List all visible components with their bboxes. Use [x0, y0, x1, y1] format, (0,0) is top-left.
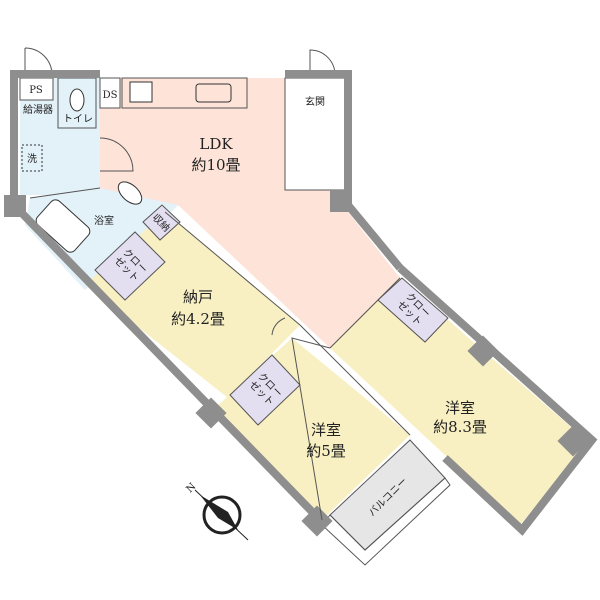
exterior-wall-top-right	[285, 70, 404, 271]
bathtub-icon	[35, 199, 91, 253]
exterior-wall-right	[397, 265, 598, 536]
closet-western83	[377, 277, 449, 343]
storage-name: 納戸	[183, 288, 213, 306]
exterior-wall-left	[11, 202, 325, 525]
bath-label: 浴室	[94, 214, 114, 227]
column	[195, 397, 227, 429]
stove-icon	[129, 81, 153, 103]
washer-space	[21, 144, 43, 172]
western83-size: 約8.3畳	[433, 418, 487, 436]
western5-name: 洋室	[311, 421, 341, 439]
interior-wall	[164, 211, 411, 436]
balcony-edge	[321, 477, 451, 566]
western83-name: 洋室	[445, 399, 475, 417]
column	[557, 425, 589, 457]
kitchen-counter	[121, 77, 248, 109]
ldk-area	[100, 78, 400, 348]
interior-wall	[329, 277, 401, 349]
column	[330, 190, 350, 212]
entrance-label: 玄関	[305, 95, 325, 108]
shelf	[142, 204, 181, 241]
exterior-wall-top	[10, 70, 100, 198]
basin-icon	[117, 181, 143, 205]
ds-box	[99, 77, 121, 109]
storage-size: 約4.2畳	[171, 310, 225, 328]
ps-label: PS	[29, 85, 43, 96]
door-ldk	[99, 137, 134, 172]
svg-text:N: N	[184, 481, 198, 495]
interior-wall	[291, 337, 331, 521]
column	[301, 505, 333, 537]
sink-icon	[195, 83, 232, 103]
ds-label: DS	[103, 90, 118, 101]
washer-label: 洗	[27, 153, 37, 165]
toilet-icon	[69, 88, 85, 112]
closet-storage	[94, 231, 166, 301]
column	[467, 335, 499, 367]
entrance-area	[284, 77, 346, 191]
water-heater-label: 給湯器	[23, 103, 53, 116]
north-compass-icon: N	[184, 481, 249, 541]
western5-size: 約5畳	[306, 442, 346, 460]
column	[4, 195, 26, 217]
toilet-label: トイレ	[63, 114, 93, 125]
ldk-size: 約10畳	[191, 156, 240, 174]
interior-wall	[29, 187, 101, 199]
western83-area	[330, 278, 588, 525]
door-storage	[271, 317, 286, 336]
ldk-name: LDK	[199, 135, 233, 153]
